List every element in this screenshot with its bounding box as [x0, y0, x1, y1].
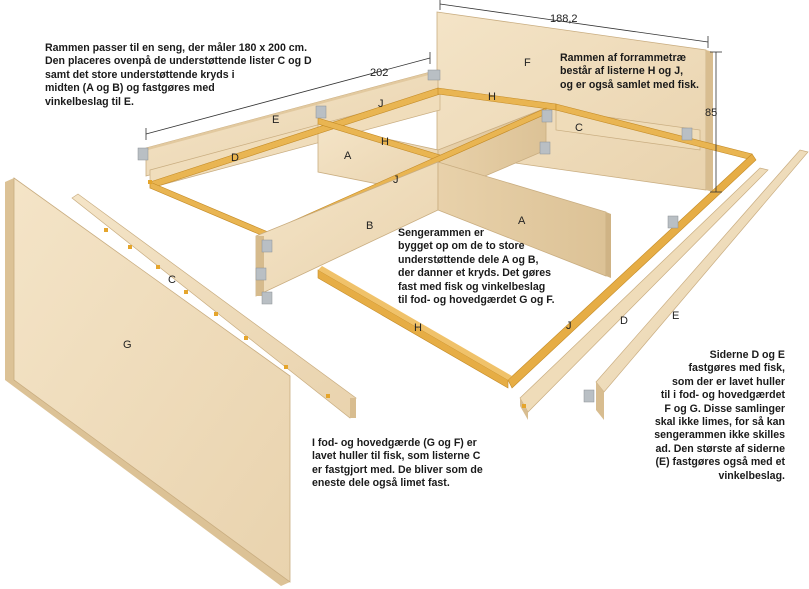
angle-brackets	[137, 69, 693, 403]
support-rail-c	[555, 109, 701, 151]
label-a-right: A	[518, 215, 526, 227]
note-bottom-right: Siderne D og E fastgøres med fisk, som d…	[654, 349, 785, 482]
dim-height: 85	[705, 107, 717, 119]
label-j-mid: J	[393, 174, 399, 186]
label-j-front: J	[566, 320, 572, 332]
label-d-back: D	[231, 152, 239, 164]
loose-slat-c	[71, 193, 357, 419]
note-center: Sengerammen er bygget op om de to store …	[398, 227, 555, 307]
label-b: B	[366, 220, 373, 232]
note-top-right: Rammen af forrammetræ består af listerne…	[560, 52, 699, 91]
label-d-loose: D	[620, 315, 628, 327]
label-c-back: C	[575, 122, 583, 134]
note-bottom-center: I fod- og hovedgærde (G og F) er lavet h…	[312, 437, 483, 490]
label-g: G	[123, 339, 132, 351]
label-c-loose: C	[168, 274, 176, 286]
label-h-back: H	[488, 91, 496, 103]
cross-piece-a-front	[437, 161, 611, 278]
dim-length: 202	[370, 67, 388, 79]
label-f: F	[524, 57, 531, 69]
note-top-left: Rammen passer til en seng, der måler 180…	[45, 42, 312, 108]
label-e-loose: E	[672, 310, 679, 322]
label-j-back: J	[378, 98, 384, 110]
label-e-back: E	[272, 114, 279, 126]
label-h-mid: H	[381, 136, 389, 148]
dimension-lines	[145, 0, 722, 193]
label-a-left: A	[344, 150, 352, 162]
dim-width: 188,2	[550, 13, 578, 25]
pine-frame-front	[317, 153, 757, 389]
loose-side-rail-e	[595, 149, 809, 420]
dowels	[104, 180, 526, 408]
label-h-front: H	[414, 322, 422, 334]
footboard-g	[5, 177, 291, 586]
